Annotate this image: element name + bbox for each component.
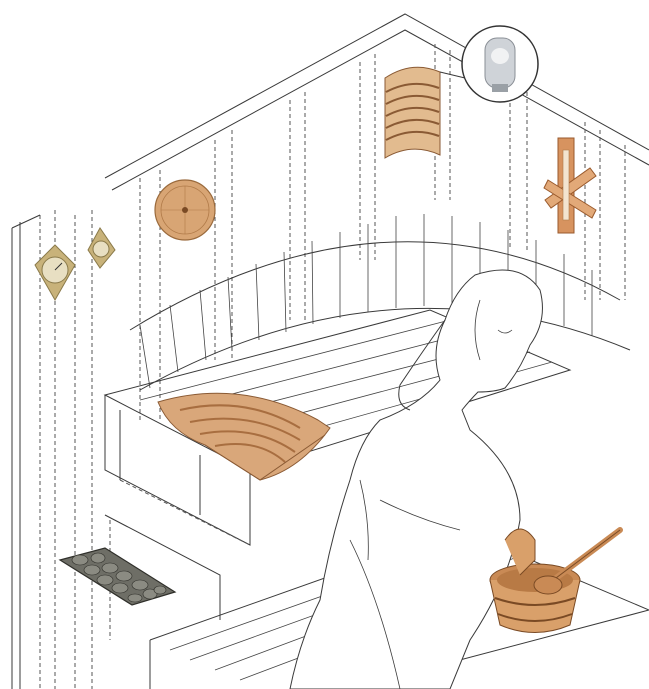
- hygrometer: [35, 245, 75, 300]
- sauna-stones: [60, 548, 175, 605]
- round-wall-thermometer: [155, 180, 215, 240]
- lamp-shade: [385, 67, 465, 158]
- headrest-pillow: [158, 393, 330, 480]
- sauna-bucket-and-ladle: [490, 529, 620, 633]
- light-bulb-inset: [462, 26, 538, 102]
- sand-timer: [544, 138, 596, 233]
